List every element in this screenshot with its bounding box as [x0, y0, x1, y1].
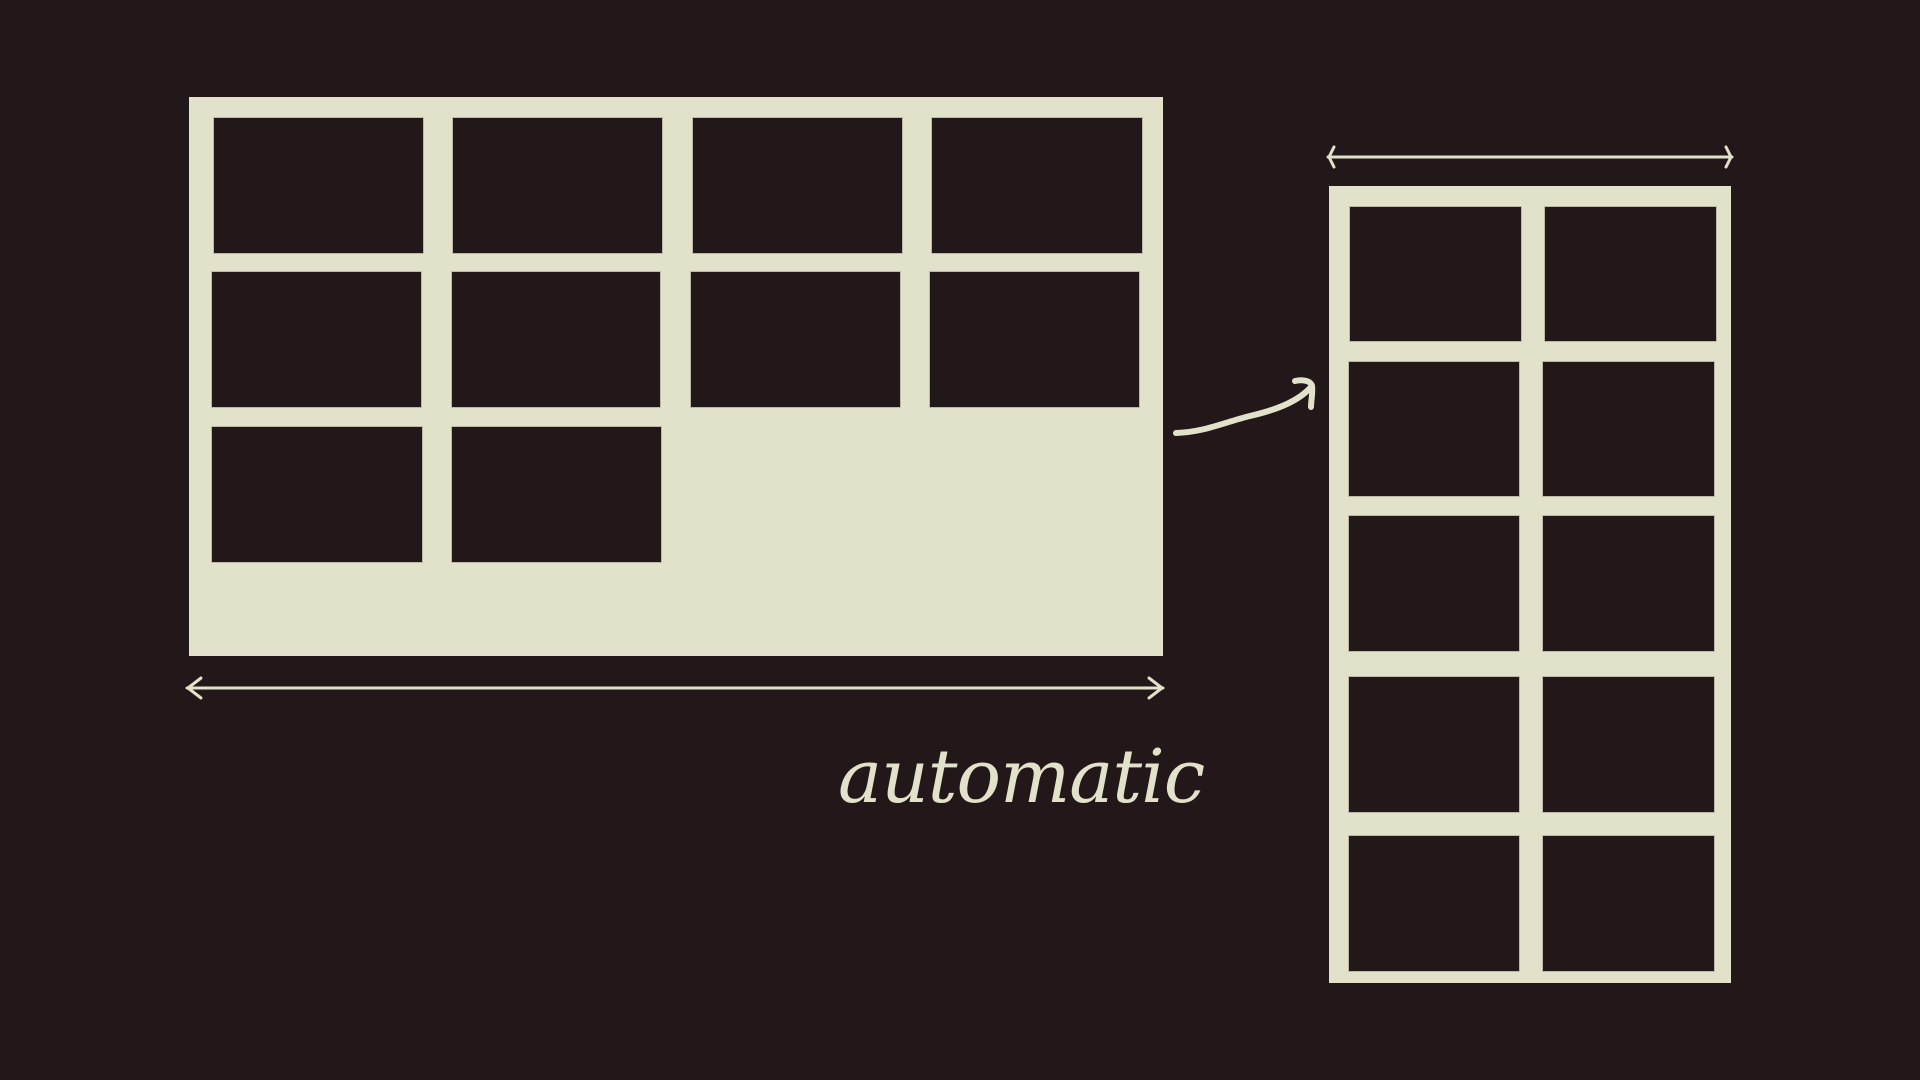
wide-grid-item [212, 427, 422, 562]
wide-grid-item [212, 272, 421, 407]
wide-grid-item [452, 427, 661, 562]
narrow-grid-item [1349, 516, 1519, 651]
wide-grid-item [452, 272, 660, 407]
wide-grid-item [214, 118, 423, 253]
wide-grid-item [930, 272, 1139, 407]
narrow-grid-item [1350, 207, 1521, 341]
narrow-grid-item [1349, 836, 1519, 971]
transition-arrow-icon [1173, 377, 1316, 436]
wide-grid-item [691, 272, 900, 407]
narrow-grid-item [1543, 362, 1714, 496]
narrow-grid-item [1349, 362, 1519, 496]
narrow-grid-item [1545, 207, 1716, 341]
wide-grid-item [453, 118, 662, 253]
narrow-grid-item [1543, 677, 1714, 812]
automatic-label: automatic [838, 734, 1205, 820]
narrow-grid-item [1543, 516, 1714, 651]
wide-grid-item [932, 118, 1142, 253]
narrow-width-arrow-icon [1326, 145, 1734, 169]
narrow-grid-item [1543, 836, 1714, 971]
narrow-grid-item [1349, 677, 1519, 812]
wide-width-arrow-icon [185, 676, 1165, 700]
wide-grid-item [693, 118, 902, 253]
